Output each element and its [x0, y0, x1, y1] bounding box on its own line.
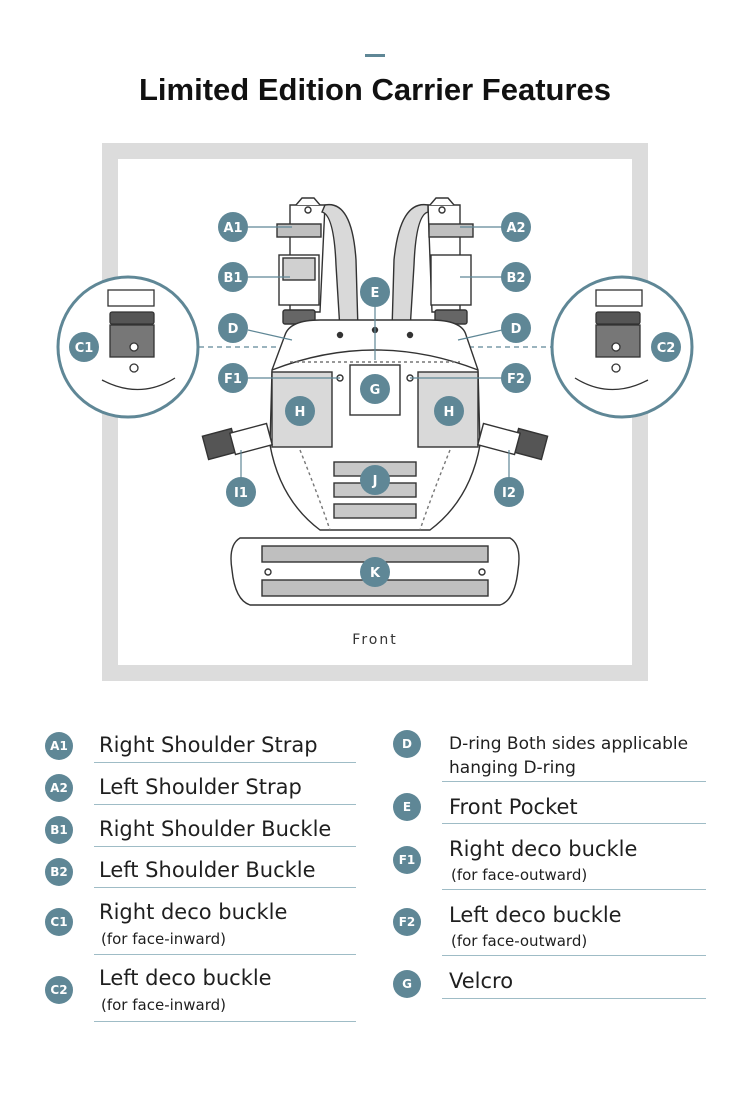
- legend-badge: D: [393, 730, 421, 758]
- legend-rule: [94, 804, 356, 805]
- legend-title: Front Pocket: [449, 795, 578, 819]
- legend-rule: [442, 998, 706, 999]
- right-shoulder-strap: [276, 197, 359, 352]
- legend-title: Velcro: [449, 969, 514, 993]
- legend-rule: [94, 887, 356, 888]
- svg-text:I2: I2: [502, 486, 516, 501]
- legend-badge: F1: [393, 846, 421, 874]
- svg-text:A1: A1: [223, 221, 242, 236]
- legend-rule: [442, 955, 706, 956]
- callout-badge-f2: F2: [501, 363, 531, 393]
- legend-subtitle: (for face-outward): [451, 932, 588, 950]
- title-accent-bar: [365, 54, 385, 57]
- legend-subtitle: hanging D-ring: [449, 758, 576, 778]
- legend-title: Right Shoulder Buckle: [99, 817, 332, 841]
- callout-badge-b2: B2: [501, 262, 531, 292]
- callout-badge-h-right: H: [285, 396, 315, 426]
- callout-badge-b1: B1: [218, 262, 248, 292]
- svg-text:G: G: [370, 383, 381, 398]
- legend-badge: B1: [45, 816, 73, 844]
- callout-badge-a2: A2: [501, 212, 531, 242]
- svg-text:C1: C1: [75, 341, 94, 356]
- legend-badge: G: [393, 970, 421, 998]
- svg-text:B1: B1: [224, 271, 243, 286]
- callout-badge-g: G: [360, 374, 390, 404]
- callout-badge-c2: C2: [651, 332, 681, 362]
- legend-title: Right Shoulder Strap: [99, 733, 318, 757]
- side-buckles: [201, 422, 549, 461]
- legend-rule: [94, 846, 356, 847]
- svg-text:D: D: [511, 322, 522, 337]
- svg-text:H: H: [295, 405, 306, 420]
- legend-subtitle: (for face-outward): [451, 866, 588, 884]
- callout-badge-f1: F1: [218, 363, 248, 393]
- callout-badge-i2: I2: [494, 477, 524, 507]
- legend-badge: A1: [45, 732, 73, 760]
- legend-rule: [442, 889, 706, 890]
- svg-text:C2: C2: [657, 341, 676, 356]
- legend-subtitle: (for face-inward): [101, 930, 227, 948]
- svg-text:B2: B2: [507, 271, 526, 286]
- callout-badge-j: J: [360, 465, 390, 495]
- legend-badge: E: [393, 793, 421, 821]
- svg-text:D: D: [228, 322, 239, 337]
- legend-rule: [442, 781, 706, 782]
- carrier-body: [269, 319, 481, 531]
- legend-badge: A2: [45, 774, 73, 802]
- legend-title: Left deco buckle: [99, 966, 272, 990]
- legend-rule: [94, 762, 356, 763]
- callout-leaders: [240, 226, 510, 478]
- svg-text:E: E: [371, 286, 380, 301]
- carrier-diagram: A1 A2 B1 B2 C1 C2 D D E F1 F2 G H H I1 I…: [56, 197, 694, 606]
- zoom-circle-left: [550, 275, 694, 419]
- callout-badge-d-left: D: [501, 313, 531, 343]
- legend-badge: C2: [45, 976, 73, 1004]
- legend-title: Left Shoulder Buckle: [99, 858, 316, 882]
- view-label: Front: [352, 632, 398, 648]
- svg-text:H: H: [444, 405, 455, 420]
- svg-text:I1: I1: [234, 486, 248, 501]
- svg-text:F1: F1: [224, 372, 242, 387]
- svg-text:K: K: [370, 566, 381, 581]
- callout-badge-e: E: [360, 277, 390, 307]
- callout-badge-i1: I1: [226, 477, 256, 507]
- page-title: Limited Edition Carrier Features: [139, 72, 611, 107]
- legend-rule: [94, 954, 356, 955]
- callout-badge-h-left: H: [434, 396, 464, 426]
- zoom-circle-right: [56, 275, 200, 419]
- legend-title: D-ring Both sides applicable: [449, 734, 689, 754]
- legend-badge: F2: [393, 908, 421, 936]
- svg-text:A2: A2: [506, 221, 525, 236]
- legend-title: Right deco buckle: [99, 900, 288, 924]
- svg-text:J: J: [372, 474, 378, 489]
- callout-badge-d-right: D: [218, 313, 248, 343]
- legend-badge: C1: [45, 908, 73, 936]
- callout-badge-a1: A1: [218, 212, 248, 242]
- legend-title: Left deco buckle: [449, 903, 622, 927]
- legend-subtitle: (for face-inward): [101, 996, 227, 1014]
- svg-text:F2: F2: [507, 372, 525, 387]
- callout-badge-k: K: [360, 557, 390, 587]
- legend-rule: [94, 1021, 356, 1022]
- legend-badge: B2: [45, 858, 73, 886]
- callout-badge-c1: C1: [69, 332, 99, 362]
- legend-rule: [442, 823, 706, 824]
- legend-title: Right deco buckle: [449, 837, 638, 861]
- legend-title: Left Shoulder Strap: [99, 775, 302, 799]
